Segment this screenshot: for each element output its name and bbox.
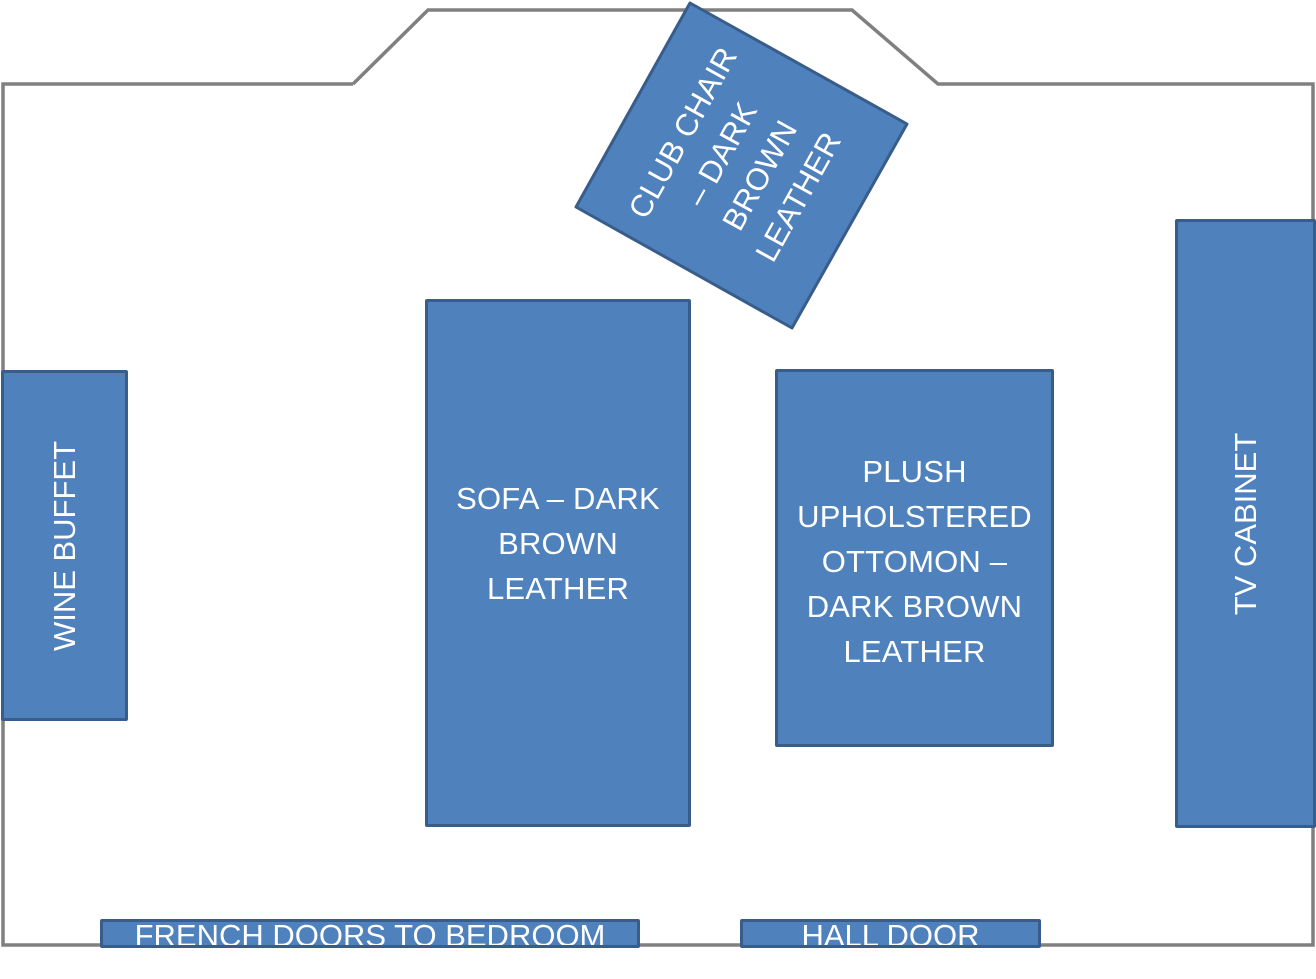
tv-cabinet[interactable]: TV CABINET xyxy=(1175,219,1316,828)
hall-door[interactable]: HALL DOOR xyxy=(740,919,1041,948)
club-chair-shape[interactable] xyxy=(574,1,909,330)
french-doors-label: FRENCH DOORS TO BEDROOM xyxy=(134,919,606,948)
french-doors-to-bedroom[interactable]: FRENCH DOORS TO BEDROOM xyxy=(100,919,640,948)
hall-door-label: HALL DOOR xyxy=(801,919,980,948)
tv-cabinet-label: TV CABINET xyxy=(1227,432,1263,615)
wine-buffet-label: WINE BUFFET xyxy=(46,440,82,651)
sofa-label: SOFA – DARK BROWN LEATHER xyxy=(456,480,660,606)
club-chair[interactable] xyxy=(574,1,909,330)
sofa[interactable]: SOFA – DARK BROWN LEATHER xyxy=(425,299,691,827)
wine-buffet[interactable]: WINE BUFFET xyxy=(1,370,128,721)
ottoman[interactable]: PLUSH UPHOLSTERED OTTOMON – DARK BROWN L… xyxy=(775,369,1054,747)
ottoman-label: PLUSH UPHOLSTERED OTTOMON – DARK BROWN L… xyxy=(797,453,1032,669)
